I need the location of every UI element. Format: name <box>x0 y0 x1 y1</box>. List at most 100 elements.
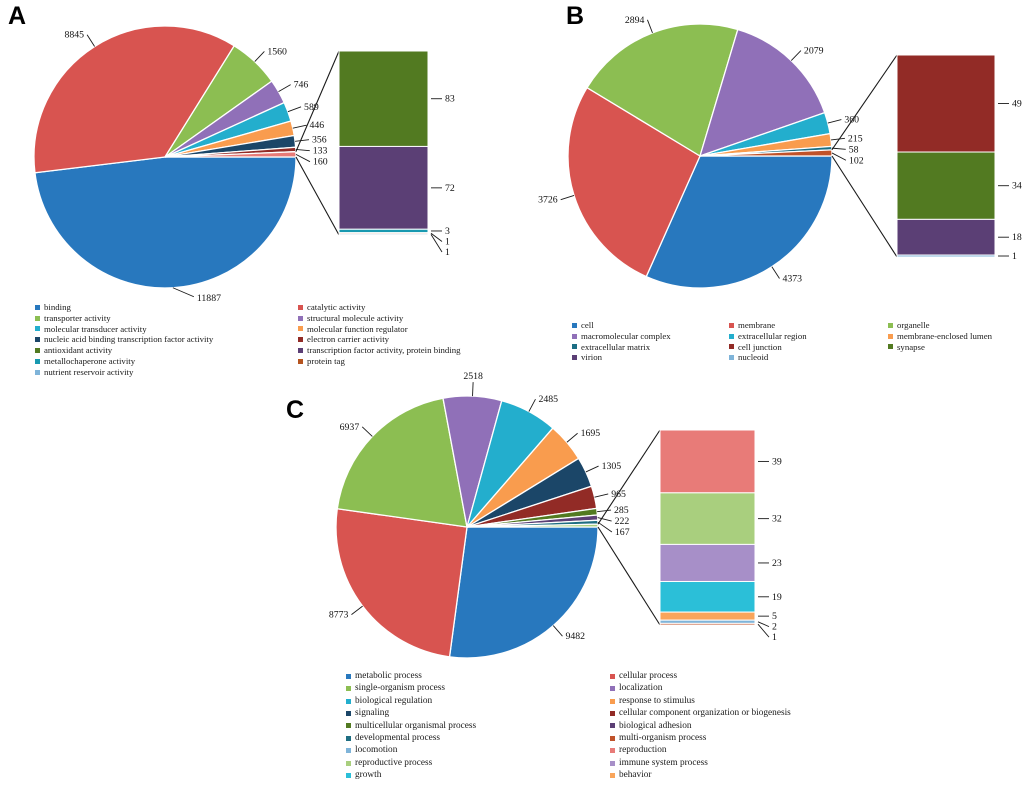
bar-segment-reproduction <box>659 429 756 494</box>
legend-label: localization <box>619 683 663 694</box>
bar-value-transcription-factor-activity-protein-binding: 72 <box>445 183 455 194</box>
legend-item-binding: binding <box>35 302 213 313</box>
leader-line <box>292 124 307 129</box>
pie-value-response-to-stimulus: 1695 <box>581 428 601 439</box>
leader-line <box>771 266 780 279</box>
legend-marker-icon <box>298 315 303 321</box>
legend-item-metabolic-process: metabolic process <box>346 670 476 682</box>
pie-value-organelle: 2894 <box>625 15 645 26</box>
legend-marker-icon <box>346 772 351 778</box>
legend-label: cellular process <box>619 671 678 681</box>
legend-marker-icon <box>888 333 893 339</box>
legend-label: organelle <box>897 320 930 330</box>
legend-marker-icon <box>346 748 351 754</box>
legend-label: extracellular region <box>738 330 807 341</box>
bar-segment-transcription-factor-activity-protein-binding <box>338 145 429 230</box>
pie-value-zoom-group: 102 <box>849 155 864 166</box>
legend-label: catalytic activity <box>307 302 366 312</box>
pie-value-metabolic-process: 9482 <box>565 631 585 642</box>
pie-slice-cellular-process <box>335 508 468 658</box>
legend-label: synapse <box>897 341 925 352</box>
legend-label: metallochaperone activity <box>44 355 136 366</box>
legend-marker-icon <box>35 315 40 321</box>
legend-marker-icon <box>298 337 303 343</box>
legend-item-cell-junction: cell junction <box>729 342 807 353</box>
zoom-line-top <box>295 50 340 152</box>
legend-label: macromolecular complex <box>581 330 671 341</box>
panel-c: 8773693725182485169513059652852221679482… <box>329 371 782 659</box>
legend-marker-icon <box>729 355 734 361</box>
bar-segment-growth <box>659 580 756 613</box>
legend-item-behavior: behavior <box>610 769 791 781</box>
legend-label: transporter activity <box>44 312 111 323</box>
legend-marker-icon <box>35 326 40 332</box>
pie-value-zoom-group: 160 <box>313 157 328 168</box>
leader-line <box>831 152 847 161</box>
bar-value-reproductive-process: 32 <box>772 514 782 525</box>
legend-item-membrane: membrane <box>729 320 807 331</box>
zoom-line-bottom <box>597 526 661 626</box>
legend-label: transcription factor activity, protein b… <box>307 345 461 356</box>
legend-item-structural-molecule-activity: structural molecule activity <box>298 313 461 324</box>
zoom-line-bottom <box>831 155 898 258</box>
legend-label: metabolic process <box>355 671 422 681</box>
legend-label: nucleic acid binding transcription facto… <box>44 334 214 345</box>
legend-item-virion: virion <box>572 352 671 363</box>
leader-line <box>295 153 311 163</box>
legend-item-multicellular-organismal-process: multicellular organismal process <box>346 720 476 732</box>
bar-segment-virion <box>896 218 996 256</box>
leader-line <box>560 195 575 201</box>
leader-line <box>566 432 578 443</box>
bar-value-virion: 18 <box>1012 232 1022 243</box>
legend-marker-icon <box>572 355 577 361</box>
legend-marker-icon <box>610 723 615 729</box>
legend-marker-icon <box>346 760 351 766</box>
legend-label: response to stimulus <box>619 695 695 706</box>
leader-line <box>295 139 310 142</box>
bar-segment-nutrient-reservoir-activity <box>338 233 429 236</box>
legend-label: growth <box>355 770 382 781</box>
pie-slice-organelle <box>586 23 739 157</box>
legend-item-single-organism-process: single-organism process <box>346 682 476 694</box>
legend-item-electron-carrier-activity: electron carrier activity <box>298 334 461 345</box>
legend-item-response-to-stimulus: response to stimulus <box>610 695 791 707</box>
legend-label: cell junction <box>738 341 782 352</box>
bar-value-immune-system-process: 23 <box>772 558 782 569</box>
legend-item-immune-system-process: immune system process <box>610 757 791 769</box>
legend-marker-icon <box>729 333 734 339</box>
legend-marker-icon <box>610 760 615 766</box>
legend-marker-icon <box>610 673 615 679</box>
legend-marker-icon <box>35 358 40 364</box>
legend-label: protein tag <box>307 355 345 366</box>
pie-value-extracellular-region: 360 <box>844 115 859 126</box>
pie-value-electron-carrier-activity: 133 <box>313 146 328 157</box>
panel-label-b: B <box>566 2 585 30</box>
leader-line <box>528 398 536 412</box>
legend-item-nucleoid: nucleoid <box>729 352 807 363</box>
bar-value-reproduction: 39 <box>772 456 782 467</box>
bar-value-growth: 19 <box>772 592 782 603</box>
bar-segment-nucleoid <box>896 254 996 258</box>
legend-item-organelle: organelle <box>888 320 992 331</box>
legend-label: cellular component organization or bioge… <box>619 708 791 719</box>
legend-item-molecular-function-regulator: molecular function regulator <box>298 324 461 335</box>
legend-item-biological-regulation: biological regulation <box>346 695 476 707</box>
legend-marker-icon <box>298 326 303 332</box>
pie-slice-catalytic-activity <box>33 25 236 174</box>
leader-line <box>597 517 612 522</box>
legend-item-membrane-enclosed-lumen: membrane-enclosed lumen <box>888 331 992 342</box>
legend-marker-icon <box>610 686 615 692</box>
leader-line <box>430 232 443 242</box>
pie-value-localization: 2518 <box>463 371 483 382</box>
legend-label: molecular transducer activity <box>44 323 147 334</box>
leader-line <box>830 137 845 141</box>
leader-line <box>361 426 373 437</box>
pie-slice-zoom-group <box>466 523 599 528</box>
